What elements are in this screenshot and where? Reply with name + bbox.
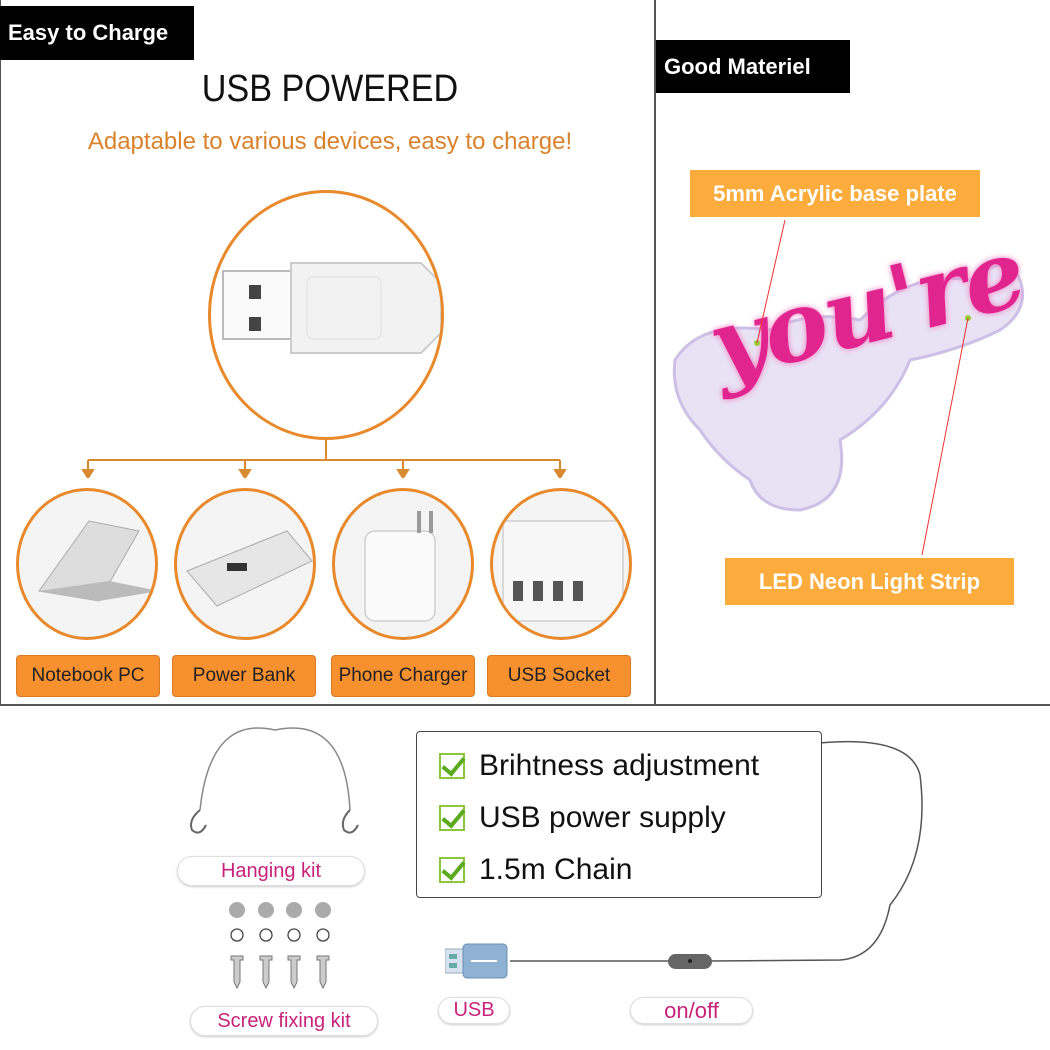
features-box: Brihtness adjustment USB power supply 1.… <box>416 731 822 898</box>
usb-plug-image <box>208 190 444 440</box>
screw-fixing-kit-label: Screw fixing kit <box>190 1006 378 1036</box>
on-off-switch-icon <box>668 954 712 969</box>
acrylic-plate-image <box>672 263 1024 512</box>
panel-divider-vertical <box>654 0 656 706</box>
feature-item: Brihtness adjustment <box>439 740 821 792</box>
checkbox-checked-icon <box>439 805 465 831</box>
usb-plug-icon <box>222 262 441 354</box>
usb-label: USB <box>438 997 510 1024</box>
connector-lines <box>81 440 567 478</box>
device-label-power-bank: Power Bank <box>172 655 316 697</box>
feature-text: Brihtness adjustment <box>479 749 760 782</box>
usb-powered-title: USB POWERED <box>201 68 459 110</box>
screws-anchors-icon <box>229 902 331 990</box>
device-label-notebook-pc: Notebook PC <box>16 655 160 697</box>
power-cable <box>510 740 923 962</box>
checkbox-checked-icon <box>439 753 465 779</box>
feature-text: 1.5m Chain <box>479 853 633 886</box>
usb-connector-icon <box>445 943 508 979</box>
phone-charger-image <box>332 488 474 640</box>
power-bank-image <box>174 488 316 640</box>
notebook-pc-image <box>16 488 158 640</box>
usb-powered-subtitle: Adaptable to various devices, easy to ch… <box>87 128 573 155</box>
callout-lines <box>754 219 971 556</box>
good-materiel-tag: Good Materiel <box>656 40 850 93</box>
device-label-phone-charger: Phone Charger <box>331 655 475 697</box>
led-neon-strip-label: LED Neon Light Strip <box>725 558 1014 605</box>
panel-divider-horizontal <box>0 704 1050 706</box>
device-label-usb-socket: USB Socket <box>487 655 631 697</box>
feature-text: USB power supply <box>479 801 726 834</box>
feature-item: 1.5m Chain <box>439 844 821 896</box>
hanging-kit-label: Hanging kit <box>177 856 365 886</box>
usb-socket-image <box>490 488 632 640</box>
checkbox-checked-icon <box>439 857 465 883</box>
hanging-chain-icon <box>190 727 359 834</box>
feature-item: USB power supply <box>439 792 821 844</box>
easy-to-charge-tag: Easy to Charge <box>0 6 194 60</box>
on-off-label: on/off <box>630 997 753 1024</box>
acrylic-base-label: 5mm Acrylic base plate <box>690 170 980 217</box>
panel-border-left <box>0 0 1 706</box>
